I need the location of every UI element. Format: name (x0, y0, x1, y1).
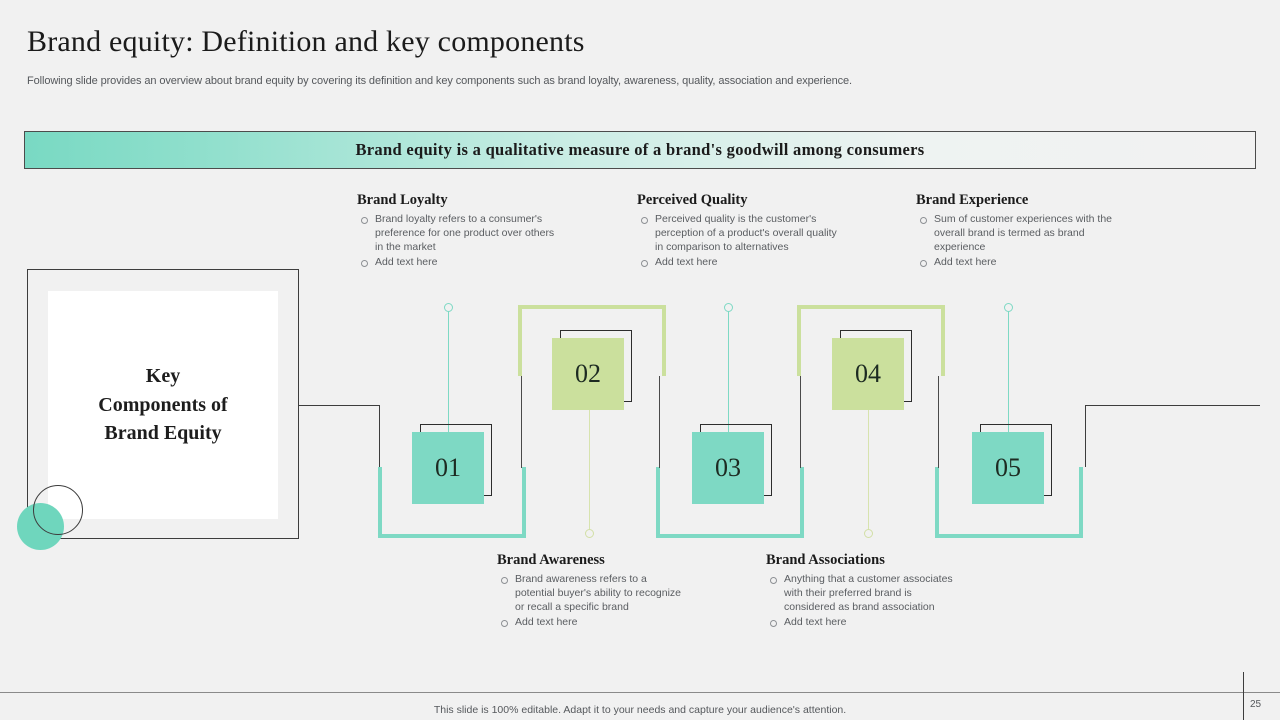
spine-left-line (299, 405, 380, 406)
bracket-green-1 (518, 305, 666, 376)
bullet-item: Add text here (357, 256, 557, 270)
number-tile-1-label: 01 (412, 432, 484, 504)
number-tile-4-label: 04 (832, 338, 904, 410)
component-block-brand-loyalty: Brand Loyalty Brand loyalty refers to a … (357, 192, 557, 271)
guide-line-1 (521, 376, 522, 468)
cap-tile-1 (444, 303, 453, 312)
stem-tile-1 (448, 311, 449, 436)
bullet-item: Add text here (916, 256, 1128, 270)
guide-line-4 (938, 376, 939, 468)
bullet-item: Brand awareness refers to a potential bu… (497, 573, 687, 615)
guide-line-2 (659, 376, 660, 468)
stem-tile-2 (589, 404, 590, 533)
key-components-title-line-2: Components of (98, 393, 228, 416)
bracket-green-2 (797, 305, 945, 376)
outline-circle-decoration (33, 485, 83, 535)
stem-tile-4 (868, 404, 869, 533)
cap-tile-4 (864, 529, 873, 538)
component-heading-brand-loyalty: Brand Loyalty (357, 192, 448, 208)
component-block-perceived-quality: Perceived Quality Perceived quality is t… (637, 192, 837, 271)
number-tile-5-label: 05 (972, 432, 1044, 504)
bullet-item: Brand loyalty refers to a consumer's pre… (357, 213, 557, 255)
component-bullets-brand-associations: Anything that a customer associates with… (766, 573, 962, 630)
component-block-brand-associations: Brand Associations Anything that a custo… (766, 552, 962, 631)
component-block-brand-experience: Brand Experience Sum of customer experie… (916, 192, 1128, 271)
spine-right-drop-line (1085, 405, 1086, 467)
cap-tile-2 (585, 529, 594, 538)
component-block-brand-awareness: Brand Awareness Brand awareness refers t… (497, 552, 687, 631)
bullet-item: Add text here (637, 256, 837, 270)
bracket-teal-2 (656, 467, 804, 538)
stem-tile-3 (728, 311, 729, 436)
footer-divider (0, 692, 1280, 693)
number-tile-2[interactable]: 02 (552, 330, 632, 410)
bullet-item: Anything that a customer associates with… (766, 573, 962, 615)
page-title: Brand equity: Definition and key compone… (27, 25, 585, 58)
page-subtitle: Following slide provides an overview abo… (27, 75, 852, 87)
bullet-item: Add text here (497, 616, 687, 630)
number-tile-4[interactable]: 04 (832, 330, 912, 410)
bracket-teal-3 (935, 467, 1083, 538)
component-bullets-perceived-quality: Perceived quality is the customer's perc… (637, 213, 837, 270)
footer-note: This slide is 100% editable. Adapt it to… (433, 704, 847, 716)
headline-banner: Brand equity is a qualitative measure of… (24, 131, 1256, 169)
spine-right-line (1085, 405, 1260, 406)
number-tile-1[interactable]: 01 (412, 424, 492, 504)
component-bullets-brand-awareness: Brand awareness refers to a potential bu… (497, 573, 687, 630)
component-heading-brand-associations: Brand Associations (766, 552, 885, 568)
number-tile-3-label: 03 (692, 432, 764, 504)
page-number: 25 (1250, 699, 1262, 710)
guide-line-3 (800, 376, 801, 468)
number-tile-5[interactable]: 05 (972, 424, 1052, 504)
spine-left-drop-line (379, 405, 380, 467)
component-heading-brand-experience: Brand Experience (916, 192, 1029, 208)
key-components-title-line-3: Brand Equity (104, 422, 222, 445)
number-tile-2-label: 02 (552, 338, 624, 410)
page-number-divider (1243, 672, 1244, 720)
cap-tile-5 (1004, 303, 1013, 312)
stem-tile-5 (1008, 311, 1009, 436)
key-components-card (48, 291, 278, 519)
component-heading-perceived-quality: Perceived Quality (637, 192, 748, 208)
key-components-frame (27, 269, 299, 539)
bullet-item: Perceived quality is the customer's perc… (637, 213, 837, 255)
component-bullets-brand-experience: Sum of customer experiences with the ove… (916, 213, 1128, 270)
bullet-item: Sum of customer experiences with the ove… (916, 213, 1128, 255)
component-bullets-brand-loyalty: Brand loyalty refers to a consumer's pre… (357, 213, 557, 270)
number-tile-3[interactable]: 03 (692, 424, 772, 504)
component-heading-brand-awareness: Brand Awareness (497, 552, 605, 568)
bullet-item: Add text here (766, 616, 962, 630)
cap-tile-3 (724, 303, 733, 312)
key-components-title: Key Components of Brand Equity (48, 291, 278, 519)
key-components-title-line-1: Key (145, 365, 181, 388)
headline-banner-text: Brand equity is a qualitative measure of… (355, 140, 925, 159)
bracket-teal-1 (378, 467, 526, 538)
